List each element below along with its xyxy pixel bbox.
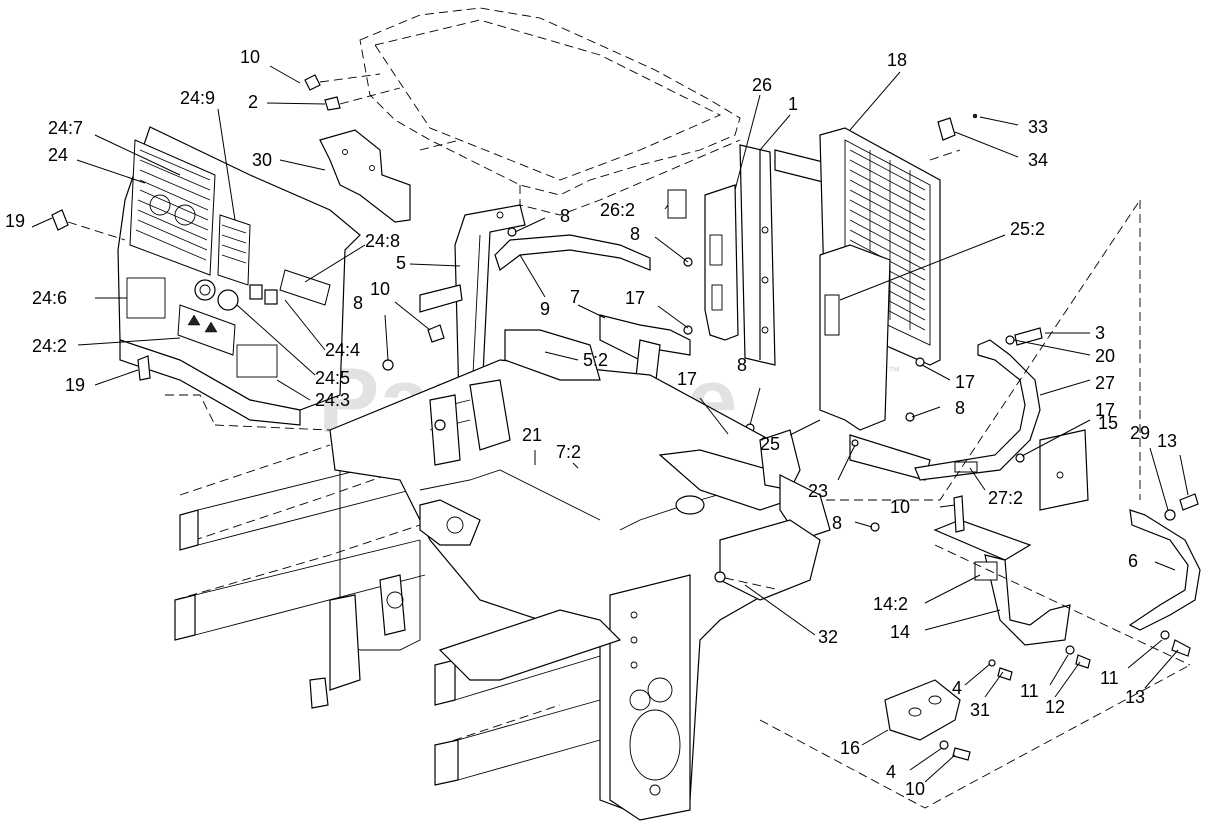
callout-9: 9: [540, 299, 550, 319]
side-cover-26: [667, 184, 739, 341]
bracket-30: [319, 129, 411, 223]
callout-24-3: 24:3: [315, 390, 350, 410]
callout-26-2: 26:2: [600, 200, 635, 220]
callout-8-handle: 8: [560, 206, 570, 226]
callout-24-7: 24:7: [48, 118, 83, 138]
callout-21: 21: [522, 425, 542, 445]
bracket-14: [933, 519, 1071, 646]
fasteners: [382, 227, 1199, 761]
callout-8-bracket: 8: [832, 513, 842, 533]
callout-19-lower: 19: [65, 375, 85, 395]
screw-2-top: [324, 87, 401, 111]
callout-17-bumper: 17: [1095, 400, 1115, 420]
watermark-trademark: ™: [888, 364, 900, 378]
callout-27: 27: [1095, 373, 1115, 393]
callout-8-center: 8: [737, 355, 747, 375]
callout-19-upper: 19: [5, 211, 25, 231]
callout-11-center: 11: [1020, 681, 1039, 701]
callout-27-2: 27:2: [988, 488, 1023, 508]
callout-8-cover: 8: [630, 224, 640, 244]
knob-19-upper: [51, 209, 126, 241]
callout-10-bracket: 10: [890, 497, 910, 517]
clip-34: [937, 113, 978, 141]
callout-18: 18: [887, 50, 907, 70]
callout-15: 15: [1098, 413, 1118, 433]
callout-24-5: 24:5: [315, 368, 350, 388]
callout-7-2: 7:2: [556, 442, 581, 462]
callout-24: 24: [48, 145, 68, 165]
callout-4-upper: 4: [952, 678, 962, 698]
callout-8-grille: 8: [955, 398, 965, 418]
callout-11-right: 11: [1100, 668, 1119, 688]
callout-1: 1: [788, 94, 798, 114]
callout-8-post: 8: [353, 293, 363, 313]
callout-20: 20: [1095, 346, 1115, 366]
callout-labels: 10 2 24:9 24:7 24 30 19 24:8 5 8 9 24:6 …: [5, 47, 1177, 799]
handle-9: [494, 234, 651, 271]
bumper-27: [914, 339, 1041, 481]
callout-6: 6: [1128, 551, 1138, 571]
callout-13-lower: 13: [1125, 687, 1145, 707]
callout-3: 3: [1095, 323, 1105, 343]
key-switch-icon: [194, 279, 216, 301]
callout-4-lower: 4: [886, 762, 896, 782]
callout-7: 7: [570, 287, 580, 307]
callout-26: 26: [752, 75, 772, 95]
chassis-frame: [165, 139, 1191, 809]
callout-34: 34: [1028, 150, 1048, 170]
callout-12: 12: [1045, 697, 1065, 717]
callout-17-grille: 17: [955, 372, 975, 392]
callout-25-2: 25:2: [1010, 219, 1045, 239]
frame-tubes: [174, 454, 621, 786]
seat-pan-outline: [359, 7, 741, 216]
callout-29: 29: [1130, 423, 1150, 443]
callout-10-top: 10: [240, 47, 260, 67]
callout-33: 33: [1028, 117, 1048, 137]
instrument-panel: [117, 126, 361, 426]
plate-16: [884, 679, 961, 741]
callout-17-lever: 17: [625, 288, 645, 308]
callout-24-9: 24:9: [180, 88, 215, 108]
bumper-6: [1128, 509, 1201, 631]
decal-hatching: [135, 149, 211, 261]
callout-25: 25: [760, 434, 780, 454]
knob-19-lower: [137, 355, 151, 381]
callout-16: 16: [840, 738, 860, 758]
plate-15: [1039, 429, 1089, 511]
callout-5: 5: [396, 253, 406, 273]
callout-31: 31: [970, 700, 990, 720]
callout-24-8: 24:8: [365, 231, 400, 251]
screw-10-top: [304, 73, 381, 91]
callout-24-2: 24:2: [32, 336, 67, 356]
callout-14: 14: [890, 622, 910, 642]
callout-13-upper: 13: [1157, 431, 1177, 451]
callout-2: 2: [248, 92, 258, 112]
callout-24-6: 24:6: [32, 288, 67, 308]
callout-23: 23: [808, 481, 828, 501]
leader-lines: [31, 65, 1189, 783]
callout-24-4: 24:4: [325, 340, 360, 360]
callout-10-post: 10: [370, 279, 390, 299]
chassis-body: [309, 329, 831, 821]
callout-32: 32: [818, 627, 838, 647]
callout-10-lower: 10: [905, 779, 925, 799]
callout-14-2: 14:2: [873, 594, 908, 614]
callout-30: 30: [252, 150, 272, 170]
cover-25: [819, 244, 931, 481]
callout-17-center: 17: [677, 369, 697, 389]
callout-5-2: 5:2: [583, 350, 608, 370]
